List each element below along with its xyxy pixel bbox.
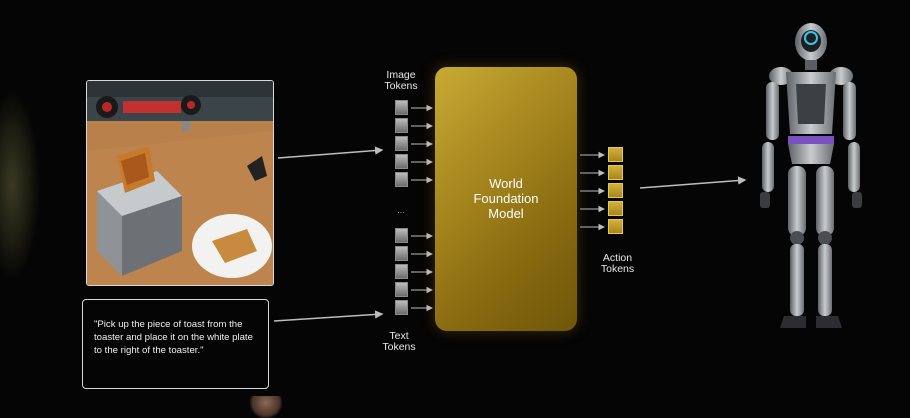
image-token [395,154,408,169]
humanoid-robot-image [760,23,862,328]
image-token [395,118,408,133]
action-token [608,201,623,216]
prompt-line: to the right of the toaster." [94,345,204,357]
image-token [395,172,408,187]
model-to-action-arrows [580,151,606,231]
text-token [395,228,408,243]
image-token [395,100,408,115]
action-token [608,165,623,180]
world-foundation-model-block [435,67,577,331]
background-foliage [0,90,40,280]
prompt-box [82,299,269,389]
image-token-stack [395,100,408,187]
model-label: World Foundation Model [473,176,539,221]
image-tokens-label: Image Tokens [384,69,418,92]
prompt-line: toaster and place it on the white plate [94,332,253,344]
text-tokens-label: Text Tokens [382,330,416,353]
prompt-text: "Pick up the piece of toast from the toa… [94,318,260,358]
prompt-line: "Pick up the piece of toast from the [94,319,243,330]
text-token-stack [395,228,408,315]
text-to-tokens-arrow [273,310,384,322]
text-token [395,282,408,297]
action-token [608,147,623,162]
action-token [608,219,623,234]
token-to-model-arrows [411,104,434,312]
action-tokens-label: Action Tokens [600,252,635,275]
ellipsis: … [397,206,405,215]
scene-image [86,80,274,286]
action-token [608,183,623,198]
action-token-stack [608,147,623,234]
image-token [395,136,408,151]
text-token [395,264,408,279]
text-token [395,246,408,261]
presenter-figure [250,396,282,418]
toaster-scene-image [87,81,273,285]
action-to-robot-arrow [639,176,747,189]
text-token [395,300,408,315]
image-to-tokens-arrow [277,146,384,159]
